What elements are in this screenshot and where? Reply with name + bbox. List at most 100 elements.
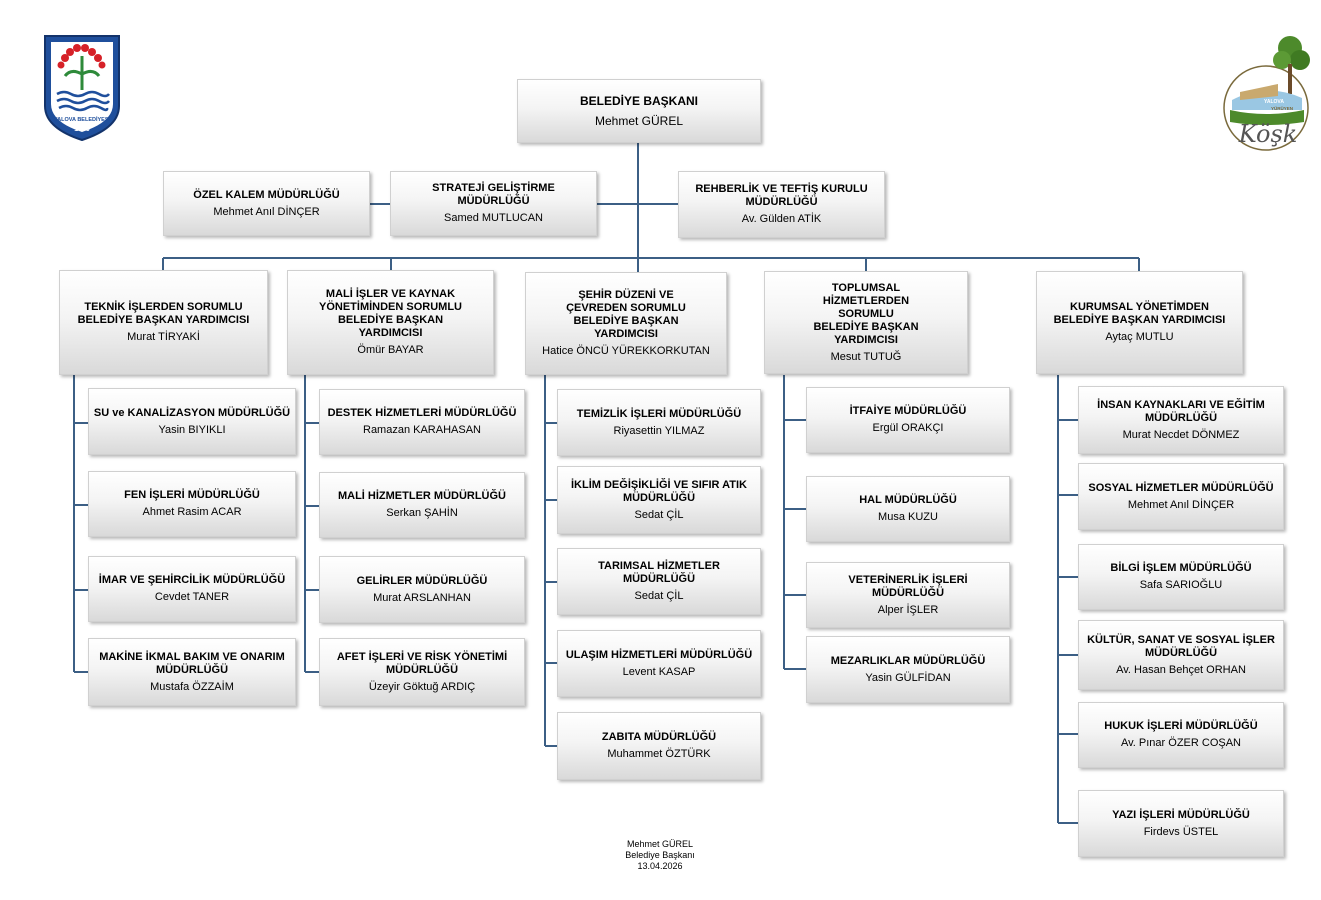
staff-box-strateji[interactable]: STRATEJİ GELİŞTİRME MÜDÜRLÜĞÜ Samed MUTL… bbox=[390, 171, 597, 236]
unit-box-mezarliklar[interactable]: MEZARLIKLAR MÜDÜRLÜĞÜ Yasin GÜLFİDAN bbox=[806, 636, 1010, 703]
unit-head: Samed MUTLUCAN bbox=[443, 212, 544, 224]
unit-box-zabita[interactable]: ZABITA MÜDÜRLÜĞÜ Muhammet ÖZTÜRK bbox=[557, 712, 761, 780]
unit-title: REHBERLİK VE TEFTİŞ KURULU MÜDÜRLÜĞÜ bbox=[695, 183, 868, 208]
unit-title: İTFAİYE MÜDÜRLÜĞÜ bbox=[849, 405, 967, 417]
unit-head: Muhammet ÖZTÜRK bbox=[607, 748, 711, 760]
unit-title: ULAŞIM HİZMETLERİ MÜDÜRLÜĞÜ bbox=[565, 648, 753, 661]
unit-box-bilgi-islem[interactable]: BİLGİ İŞLEM MÜDÜRLÜĞÜ Safa SARIOĞLU bbox=[1078, 544, 1284, 610]
unit-box-imar[interactable]: İMAR VE ŞEHİRCİLİK MÜDÜRLÜĞÜ Cevdet TANE… bbox=[88, 556, 296, 622]
unit-box-insan-kaynaklari[interactable]: İNSAN KAYNAKLARI VE EĞİTİM MÜDÜRLÜĞÜ Mur… bbox=[1078, 386, 1284, 454]
unit-title: YAZI İŞLERİ MÜDÜRLÜĞÜ bbox=[1112, 808, 1250, 821]
unit-head: Cevdet TANER bbox=[154, 591, 230, 603]
unit-box-temizlik[interactable]: TEMİZLİK İŞLERİ MÜDÜRLÜĞÜ Riyasettin YIL… bbox=[557, 389, 761, 456]
deputy-title: TOPLUMSAL HİZMETLERDEN SORUMLU BELEDİYE … bbox=[813, 281, 919, 346]
unit-head: Riyasettin YILMAZ bbox=[613, 424, 705, 437]
logo-line1: YALOVA bbox=[1264, 99, 1284, 105]
deputy-box-kurumsal[interactable]: KURUMSAL YÖNETİMDEN BELEDİYE BAŞKAN YARD… bbox=[1036, 271, 1243, 374]
signature-role: Belediye Başkanı bbox=[625, 850, 695, 860]
unit-head: Murat Necdet DÖNMEZ bbox=[1122, 428, 1240, 441]
logo-line2: YÜRÜYEN bbox=[1271, 105, 1293, 111]
unit-title: HAL MÜDÜRLÜĞÜ bbox=[859, 494, 957, 506]
unit-title: TEMİZLİK İŞLERİ MÜDÜRLÜĞÜ bbox=[576, 407, 742, 420]
unit-title: İMAR VE ŞEHİRCİLİK MÜDÜRLÜĞÜ bbox=[98, 574, 286, 586]
unit-title: İKLİM DEĞİŞİKLİĞİ VE SIFIR ATIK MÜDÜRLÜĞ… bbox=[570, 478, 747, 504]
unit-title: İNSAN KAYNAKLARI VE EĞİTİM MÜDÜRLÜĞÜ bbox=[1097, 398, 1265, 424]
signature-block: Mehmet GÜREL Belediye Başkanı 13.04.2026 bbox=[560, 839, 760, 872]
unit-head: Murat ARSLANHAN bbox=[373, 591, 471, 604]
kosk-icon: YALOVA YÜRÜYEN Köşk bbox=[1223, 36, 1310, 151]
unit-title: ZABITA MÜDÜRLÜĞÜ bbox=[601, 731, 717, 743]
unit-box-mali-hizmetler[interactable]: MALİ HİZMETLER MÜDÜRLÜĞÜ Serkan ŞAHİN bbox=[319, 472, 525, 538]
unit-title: AFET İŞLERİ VE RİSK YÖNETİMİ MÜDÜRLÜĞÜ bbox=[336, 650, 508, 676]
unit-box-hal[interactable]: HAL MÜDÜRLÜĞÜ Musa KUZU bbox=[806, 476, 1010, 542]
seal-text: YALOVA BELEDİYESİ bbox=[54, 116, 111, 123]
unit-box-makine-ikmal[interactable]: MAKİNE İKMAL BAKIM VE ONARIM MÜDÜRLÜĞÜ M… bbox=[88, 638, 296, 706]
unit-head: Sedat ÇİL bbox=[634, 508, 684, 521]
unit-box-hukuk-isleri[interactable]: HUKUK İŞLERİ MÜDÜRLÜĞÜ Av. Pınar ÖZER CO… bbox=[1078, 702, 1284, 768]
unit-box-kultur-sanat[interactable]: KÜLTÜR, SANAT VE SOSYAL İŞLER MÜDÜRLÜĞÜ … bbox=[1078, 620, 1284, 690]
unit-box-destek-hizmetleri[interactable]: DESTEK HİZMETLERİ MÜDÜRLÜĞÜ Ramazan KARA… bbox=[319, 389, 525, 455]
unit-box-afet-isleri[interactable]: AFET İŞLERİ VE RİSK YÖNETİMİ MÜDÜRLÜĞÜ Ü… bbox=[319, 638, 525, 706]
logo-script: Köşk bbox=[1238, 120, 1298, 148]
unit-box-tarimsal[interactable]: TARIMSAL HİZMETLER MÜDÜRLÜĞÜ Sedat ÇİL bbox=[557, 548, 761, 615]
unit-title: KÜLTÜR, SANAT VE SOSYAL İŞLER MÜDÜRLÜĞÜ bbox=[1087, 633, 1275, 659]
unit-head: Ergül ORAKÇI bbox=[872, 422, 944, 434]
deputy-box-mali[interactable]: MALİ İŞLER VE KAYNAK YÖNETİMİNDEN SORUML… bbox=[287, 270, 494, 375]
deputy-box-sehir[interactable]: ŞEHİR DÜZENİ VE ÇEVREDEN SORUMLU BELEDİY… bbox=[525, 272, 727, 375]
unit-box-su-kanalizasyon[interactable]: SU ve KANALİZASYON MÜDÜRLÜĞÜ Yasin BIYIK… bbox=[88, 388, 296, 455]
unit-box-sosyal-hizmetler[interactable]: SOSYAL HİZMETLER MÜDÜRLÜĞÜ Mehmet Anıl D… bbox=[1078, 463, 1284, 530]
unit-head: Üzeyir Göktuğ ARDIÇ bbox=[368, 680, 476, 693]
unit-title: FEN İŞLERİ MÜDÜRLÜĞÜ bbox=[124, 489, 260, 501]
unit-head: Av. Hasan Behçet ORHAN bbox=[1116, 663, 1246, 676]
unit-title: VETERİNERLİK İŞLERİ MÜDÜRLÜĞÜ bbox=[848, 573, 968, 599]
deputy-title: KURUMSAL YÖNETİMDEN BELEDİYE BAŞKAN YARD… bbox=[1053, 301, 1226, 326]
staff-box-ozel-kalem[interactable]: ÖZEL KALEM MÜDÜRLÜĞÜ Mehmet Anıl DİNÇER bbox=[163, 171, 370, 236]
unit-box-itfaiye[interactable]: İTFAİYE MÜDÜRLÜĞÜ Ergül ORAKÇI bbox=[806, 387, 1010, 453]
unit-title: TARIMSAL HİZMETLER MÜDÜRLÜĞÜ bbox=[598, 560, 720, 585]
unit-title: STRATEJİ GELİŞTİRME MÜDÜRLÜĞÜ bbox=[432, 182, 555, 207]
deputy-box-toplumsal[interactable]: TOPLUMSAL HİZMETLERDEN SORUMLU BELEDİYE … bbox=[764, 271, 968, 374]
deputy-title: TEKNİK İŞLERDEN SORUMLU BELEDİYE BAŞKAN … bbox=[77, 301, 250, 326]
deputy-name: Aytaç MUTLU bbox=[1105, 331, 1174, 343]
staff-box-rehberlik[interactable]: REHBERLİK VE TEFTİŞ KURULU MÜDÜRLÜĞÜ Av.… bbox=[678, 171, 885, 238]
unit-head: Mehmet Anıl DİNÇER bbox=[1127, 498, 1235, 511]
unit-head: Av. Pınar ÖZER COŞAN bbox=[1120, 737, 1241, 749]
unit-head: Av. Gülden ATİK bbox=[741, 213, 822, 225]
unit-box-iklim[interactable]: İKLİM DEĞİŞİKLİĞİ VE SIFIR ATIK MÜDÜRLÜĞ… bbox=[557, 466, 761, 534]
mayor-box[interactable]: BELEDİYE BAŞKANI Mehmet GÜREL bbox=[517, 79, 761, 143]
unit-title: ÖZEL KALEM MÜDÜRLÜĞÜ bbox=[193, 188, 340, 201]
unit-title: GELİRLER MÜDÜRLÜĞÜ bbox=[356, 574, 488, 587]
unit-head: Firdevs ÜSTEL bbox=[1143, 825, 1219, 838]
signature-name: Mehmet GÜREL bbox=[626, 839, 694, 849]
seal-icon: 1899 YALOVA BELEDİYESİ bbox=[44, 35, 120, 142]
unit-head: Alper İŞLER bbox=[877, 603, 939, 616]
deputy-box-teknik[interactable]: TEKNİK İŞLERDEN SORUMLU BELEDİYE BAŞKAN … bbox=[59, 270, 268, 375]
unit-title: BİLGİ İŞLEM MÜDÜRLÜĞÜ bbox=[1110, 562, 1252, 574]
unit-head: Yasin GÜLFİDAN bbox=[865, 671, 951, 684]
unit-title: SOSYAL HİZMETLER MÜDÜRLÜĞÜ bbox=[1088, 481, 1274, 494]
seal-year: 1899 bbox=[74, 126, 90, 133]
unit-box-ulasim[interactable]: ULAŞIM HİZMETLERİ MÜDÜRLÜĞÜ Levent KASAP bbox=[557, 630, 761, 697]
unit-box-gelirler[interactable]: GELİRLER MÜDÜRLÜĞÜ Murat ARSLANHAN bbox=[319, 556, 525, 623]
mayor-name: Mehmet GÜREL bbox=[594, 114, 684, 128]
unit-head: Serkan ŞAHİN bbox=[386, 507, 458, 519]
deputy-name: Ömür BAYAR bbox=[357, 344, 424, 356]
unit-head: Mustafa ÖZZAİM bbox=[150, 680, 234, 693]
unit-head: Mehmet Anıl DİNÇER bbox=[213, 205, 320, 218]
unit-title: MEZARLIKLAR MÜDÜRLÜĞÜ bbox=[830, 654, 986, 667]
unit-box-veterinerlik[interactable]: VETERİNERLİK İŞLERİ MÜDÜRLÜĞÜ Alper İŞLE… bbox=[806, 562, 1010, 628]
yuruyen-kosk-logo: YALOVA YÜRÜYEN Köşk bbox=[1218, 30, 1316, 155]
unit-title: HUKUK İŞLERİ MÜDÜRLÜĞÜ bbox=[1104, 720, 1258, 732]
deputy-name: Mesut TUTUĞ bbox=[830, 350, 902, 363]
unit-title: SU ve KANALİZASYON MÜDÜRLÜĞÜ bbox=[93, 406, 291, 419]
unit-head: Ahmet Rasim ACAR bbox=[142, 506, 242, 518]
unit-box-fen-isleri[interactable]: FEN İŞLERİ MÜDÜRLÜĞÜ Ahmet Rasim ACAR bbox=[88, 471, 296, 537]
unit-head: Sedat ÇİL bbox=[634, 590, 684, 602]
deputy-name: Hatice ÖNCÜ YÜREKKORKUTAN bbox=[542, 345, 710, 357]
unit-title: MALİ HİZMETLER MÜDÜRLÜĞÜ bbox=[337, 490, 507, 502]
signature-date: 13.04.2026 bbox=[637, 861, 683, 871]
deputy-name: Murat TİRYAKİ bbox=[127, 331, 200, 343]
deputy-title: ŞEHİR DÜZENİ VE ÇEVREDEN SORUMLU BELEDİY… bbox=[566, 289, 686, 340]
unit-box-yazi-isleri[interactable]: YAZI İŞLERİ MÜDÜRLÜĞÜ Firdevs ÜSTEL bbox=[1078, 790, 1284, 857]
